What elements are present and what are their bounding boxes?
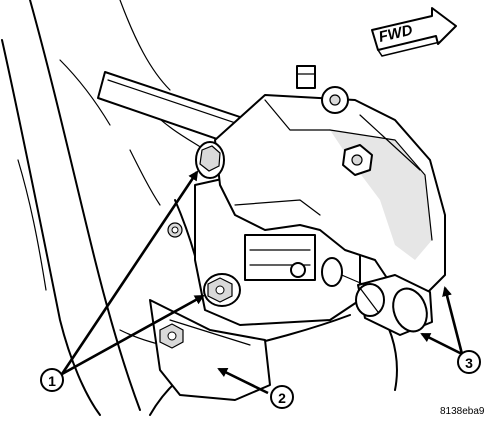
caliper-mounting-bolt-lower [203,273,241,307]
leader-lines [60,170,464,395]
steering-knuckle [149,299,271,401]
caliper-guide-pin-bolt [321,257,433,336]
callout-1: 1 [40,368,64,392]
callout-2-label: 2 [278,390,286,406]
callout-2: 2 [270,385,294,409]
callout-3: 3 [457,350,481,374]
figure-id: 8138eba9 [440,406,485,417]
callout-3-label: 3 [465,355,473,371]
caliper-mounting-bolt-upper [195,141,225,179]
callout-1-label: 1 [48,373,56,389]
fwd-arrow-icon: FWD [371,7,457,57]
